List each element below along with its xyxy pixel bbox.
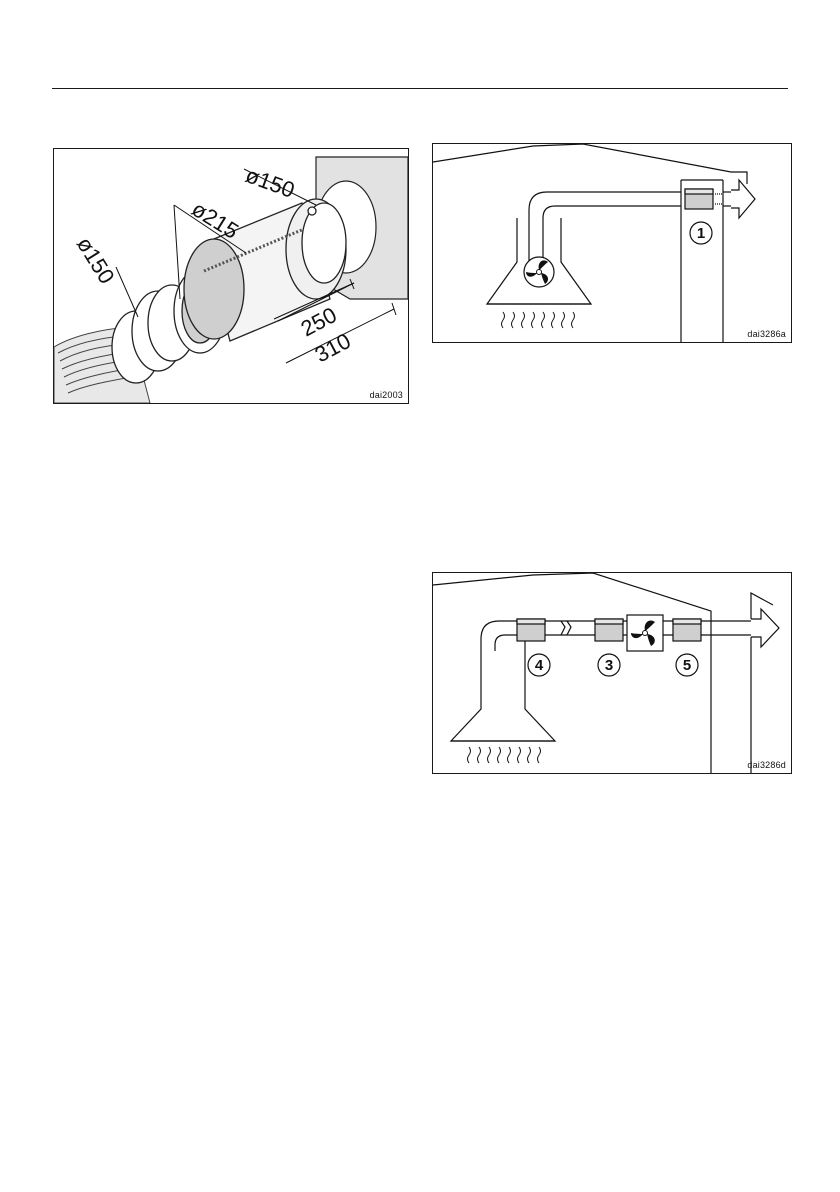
figure-code: dai2003 — [370, 390, 403, 400]
figure-single-filter: 1 dai3286a — [432, 143, 792, 343]
fan-icon — [524, 257, 554, 287]
single-filter-diagram: 1 — [433, 144, 791, 342]
outlet-collar — [302, 203, 346, 283]
figure-filter-assembly: ø150 ø215 ø150 250 310 dai2003 — [53, 148, 409, 404]
roof-line — [433, 144, 747, 184]
header-rule — [52, 88, 788, 89]
label-4: 4 — [535, 657, 544, 674]
label-5: 5 — [683, 657, 691, 674]
steam — [502, 312, 575, 328]
fan-icon — [627, 615, 663, 651]
label-3: 3 — [605, 657, 613, 674]
inline-fan-diagram: 4 3 5 — [433, 573, 791, 773]
filter-block — [685, 189, 723, 209]
filter-blocks — [517, 619, 701, 641]
figure-code: dai3286a — [747, 329, 786, 339]
cooker-hood — [451, 635, 555, 741]
exhaust-arrow — [751, 609, 779, 647]
figure-code: dai3286d — [747, 760, 786, 770]
steam — [468, 747, 541, 763]
label-1: 1 — [697, 225, 705, 242]
figure-inline-fan: 4 3 5 dai3286d — [432, 572, 792, 774]
filter-assembly-drawing: ø150 ø215 ø150 250 310 — [54, 149, 408, 403]
duct — [529, 192, 681, 262]
dim-inlet-diameter: ø150 — [72, 232, 120, 288]
exhaust-arrow — [731, 180, 755, 218]
roof-line — [433, 573, 711, 637]
dim-outlet-diameter: ø150 — [242, 162, 298, 203]
